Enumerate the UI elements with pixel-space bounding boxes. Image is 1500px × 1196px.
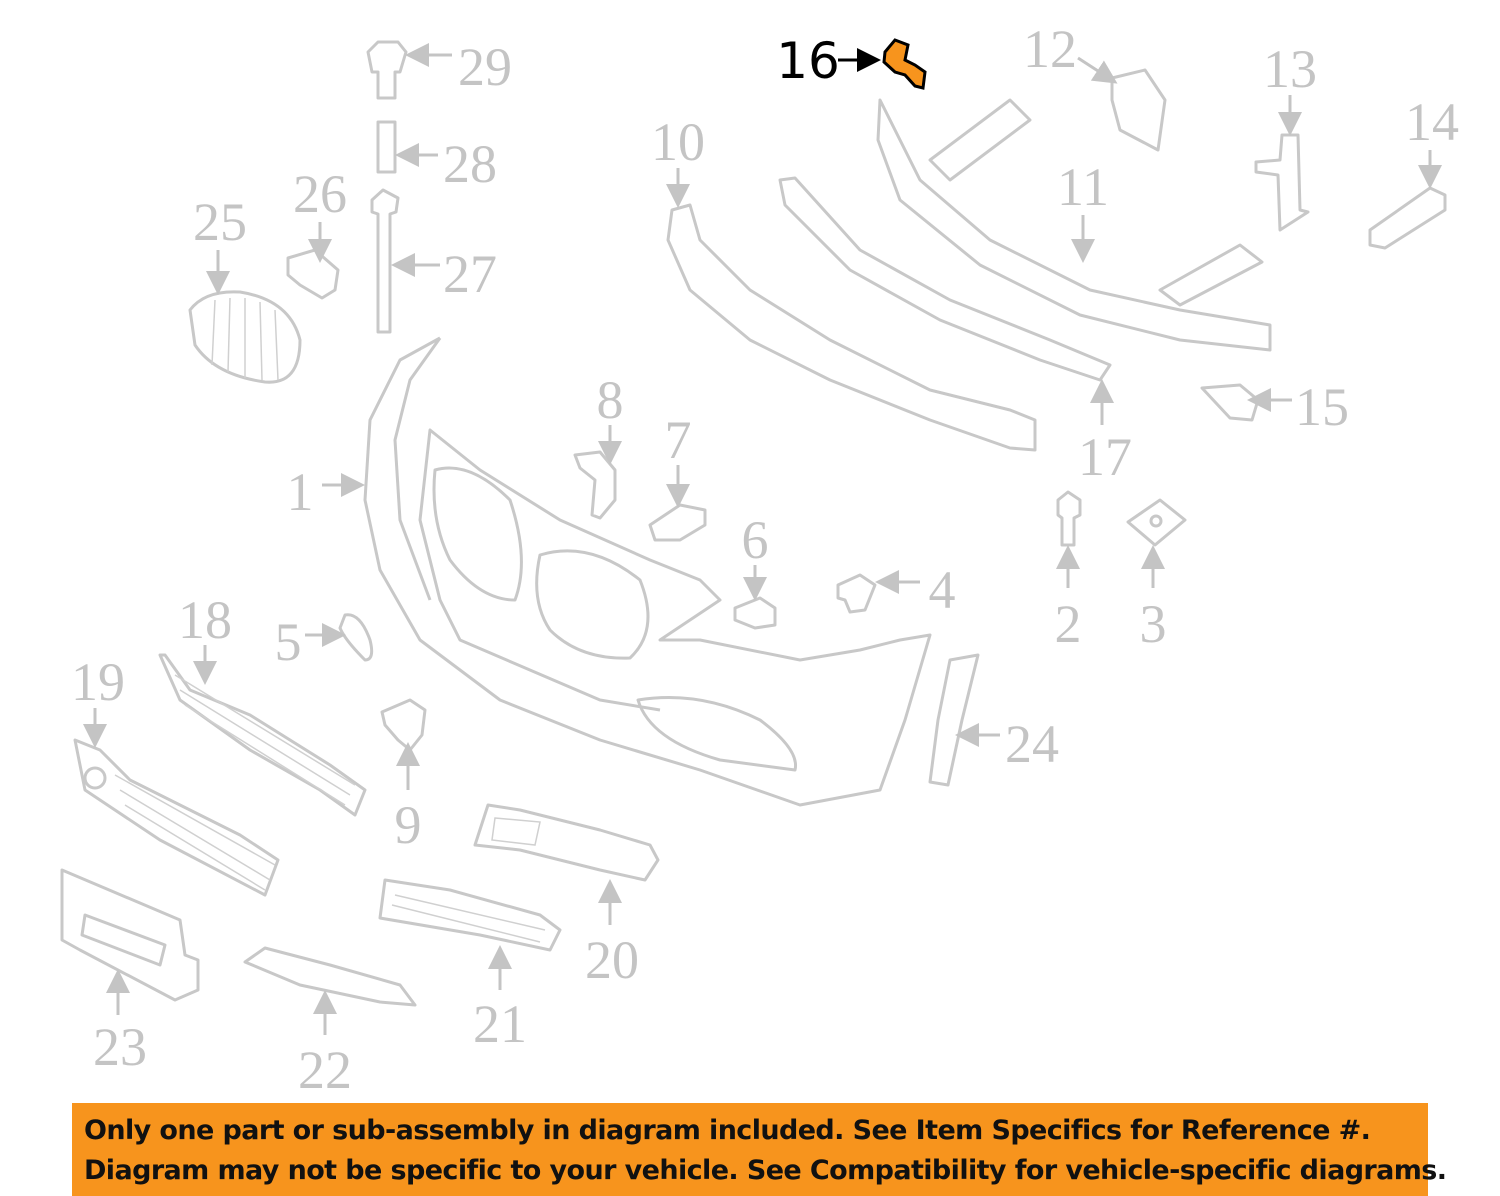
part-11-bumper-reinforcement [876, 98, 1272, 352]
part-5-cap [338, 613, 374, 662]
callout-6: 6 [742, 510, 769, 570]
callout-28: 28 [443, 134, 497, 194]
part-25-kidney-grille [188, 290, 302, 384]
part-4-clip [836, 573, 877, 614]
callout-4: 4 [929, 560, 956, 620]
part-18-grille [158, 653, 367, 817]
leader-arrows [83, 43, 1442, 1035]
part-2-bolt [1056, 490, 1082, 547]
callout-23: 23 [93, 1017, 147, 1077]
part-6-bracket [733, 596, 777, 630]
callout-15: 15 [1295, 377, 1349, 437]
part-3-nut [1126, 498, 1187, 547]
callout-2: 2 [1055, 594, 1082, 654]
part-29-grommet [366, 40, 408, 100]
callout-20: 20 [585, 930, 639, 990]
part-22-trim [243, 946, 417, 1007]
part-1-bumper-cover [363, 336, 932, 807]
callout-1: 1 [287, 462, 314, 522]
part-28-sleeve [376, 120, 397, 174]
callout-12: 12 [1023, 19, 1077, 79]
callout-24: 24 [1005, 714, 1059, 774]
notice-line-1: Only one part or sub-assembly in diagram… [84, 1115, 1371, 1146]
part-23-license-plate-bracket [60, 868, 200, 1002]
part-20-trim [473, 803, 660, 882]
callout-29: 29 [458, 37, 512, 97]
part-27-bolt [370, 188, 400, 334]
part-21-grille [378, 878, 562, 952]
part-26-clip [286, 248, 340, 300]
callout-21: 21 [473, 994, 527, 1054]
callout-8: 8 [597, 370, 624, 430]
callout-5: 5 [275, 612, 302, 672]
notice-banner: Only one part or sub-assembly in diagram… [72, 1103, 1447, 1196]
part-17-strip [778, 176, 1112, 382]
callout-10: 10 [651, 112, 705, 172]
callout-7: 7 [665, 410, 692, 470]
part-24-reflector [928, 653, 980, 787]
callout-13: 13 [1263, 39, 1317, 99]
callout-22: 22 [298, 1040, 352, 1100]
callout-17: 17 [1078, 427, 1132, 487]
part-12-bracket [1110, 68, 1167, 152]
callout-9: 9 [395, 795, 422, 855]
part-9-bracket [380, 698, 427, 752]
callout-14: 14 [1405, 92, 1459, 152]
callout-11: 11 [1057, 157, 1109, 217]
callout-26: 26 [293, 164, 347, 224]
part-14-pad [1368, 186, 1447, 250]
part-13-bracket [1254, 133, 1310, 232]
part-16-bracket[interactable] [882, 38, 927, 90]
callout-3: 3 [1140, 594, 1167, 654]
part-7-bracket [648, 503, 707, 542]
part-15-bracket [1200, 383, 1260, 422]
callout-18: 18 [178, 590, 232, 650]
callout-labels: 1 2 3 4 5 6 7 8 9 10 11 12 13 14 15 16 1… [71, 19, 1459, 1100]
notice-line-2: Diagram may not be specific to your vehi… [84, 1155, 1447, 1186]
callout-25: 25 [193, 192, 247, 252]
part-10-absorber [666, 203, 1037, 452]
callout-16: 16 [776, 32, 840, 90]
callout-19: 19 [71, 652, 125, 712]
part-19-grille [73, 738, 280, 897]
callout-27: 27 [443, 244, 497, 304]
